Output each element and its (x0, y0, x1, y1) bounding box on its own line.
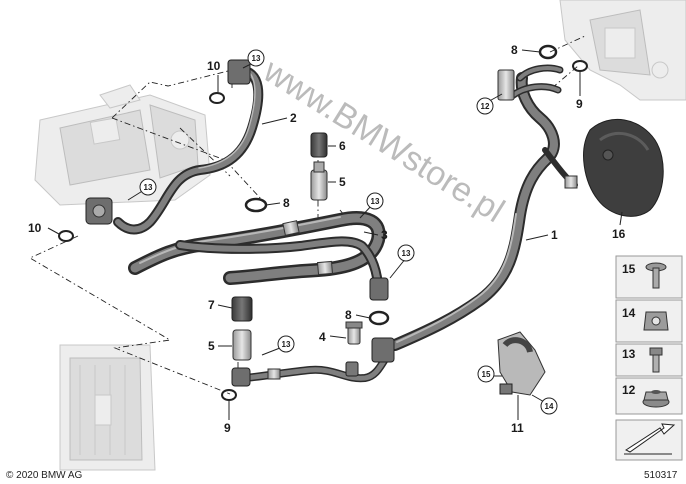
callout-7: 7 (208, 298, 215, 312)
hose-2 (113, 65, 264, 235)
cover-16 (583, 118, 664, 217)
hose-1 (389, 64, 578, 351)
circled-15: 15 (482, 370, 491, 379)
clip-nut-icon (643, 311, 669, 331)
flange-nut-icon (642, 390, 670, 408)
hose-3-branch (175, 236, 383, 295)
legend-label-15: 15 (622, 262, 636, 276)
callout-9-bottom: 9 (224, 421, 231, 435)
circled-13-top: 13 (252, 54, 261, 63)
callout-11: 11 (511, 421, 524, 435)
circled-13-right: 13 (402, 249, 411, 258)
leader-lines (47, 49, 623, 420)
valve-upper (310, 132, 328, 201)
ghost-evaporator (59, 344, 156, 471)
callout-9-top: 9 (576, 97, 583, 111)
torx-screw-icon (645, 262, 667, 289)
callout-10-top: 10 (207, 59, 221, 73)
diagram-number: 510317 (644, 470, 678, 481)
callout-4: 4 (319, 330, 326, 344)
valve-4 (345, 321, 363, 345)
ghost-heat-pump-unit (559, 0, 686, 101)
callout-3: 3 (381, 228, 388, 242)
circled-callouts: 13 13 13 13 13 12 15 14 (139, 49, 558, 415)
legend-row-13 (615, 343, 683, 377)
valve-lower (231, 296, 253, 361)
callout-1: 1 (551, 228, 558, 242)
callout-10-left: 10 (28, 221, 42, 235)
callout-2: 2 (290, 111, 297, 125)
copyright-text: © 2020 BMW AG (6, 470, 83, 481)
fittings (85, 59, 395, 387)
callout-6: 6 (339, 139, 346, 153)
callout-8-mid: 8 (283, 196, 290, 210)
callout-5-lower: 5 (208, 339, 215, 353)
arrow-icon (624, 423, 676, 455)
bracket-11 (497, 331, 546, 396)
legend-label-13: 13 (622, 347, 636, 361)
circled-13-left: 13 (144, 183, 153, 192)
hose-4 (241, 348, 394, 383)
callout-labels: 1 2 3 4 5 5 6 7 8 8 8 9 9 10 10 11 16 (28, 43, 626, 435)
callout-8-low: 8 (345, 308, 352, 322)
callout-16: 16 (612, 227, 626, 241)
circled-12: 12 (481, 102, 490, 111)
watermark: www.BMWstore.pl (256, 51, 511, 230)
circled-13-mid: 13 (371, 197, 380, 206)
bolt-icon (649, 347, 663, 373)
circled-13-lower: 13 (282, 340, 291, 349)
legend-label-12: 12 (622, 383, 636, 397)
legend-label-14: 14 (622, 306, 636, 320)
callout-5-upper: 5 (339, 175, 346, 189)
circled-14: 14 (545, 402, 554, 411)
legend-panel: 15 14 13 12 (615, 255, 683, 461)
callout-8-top: 8 (511, 43, 518, 57)
legend-row-15 (615, 255, 683, 299)
